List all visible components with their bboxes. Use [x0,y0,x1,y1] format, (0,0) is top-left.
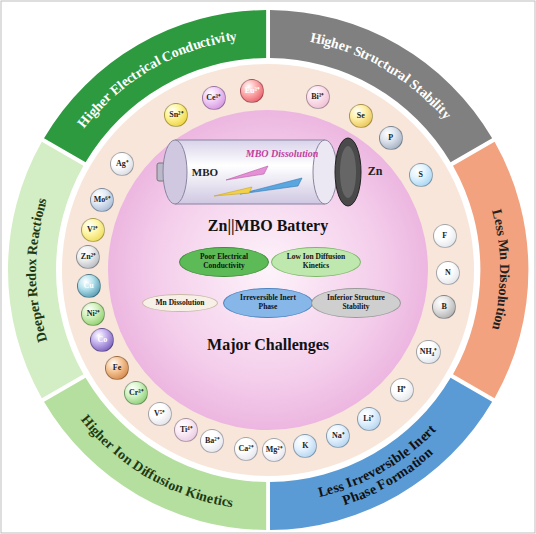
challenge-text: Mn Dissolution [156,299,205,308]
element-symbol: F [442,232,447,240]
element-symbol: Ni²⁺ [87,310,100,318]
segment-shape [452,140,528,400]
element-symbol: Cr³⁺ [129,389,144,397]
ring-segment: Less Mn Dissolution [452,140,528,400]
ring-text: Higher Electrical Conductivity [76,29,238,130]
element-ball: S [409,163,433,187]
element-ball: K [293,434,317,458]
element-ball: H⁺ [390,378,414,402]
element-ball: Mg²⁺ [262,438,286,462]
element-ball: NH₄⁺ [416,340,440,364]
element-ball: Sn²⁺ [164,103,188,127]
element-symbol: Se [357,112,365,120]
ring-text: Deeper Redox Reactions [25,196,50,344]
ring-text: Less Mn Dissolution [489,208,511,331]
element-symbol: Co [97,336,107,344]
ring-segment: Higher Electrical Conductivity [43,10,268,164]
ring-text: Higher Ion Diffusion Kinetics [78,412,234,510]
element-ball: Ca²⁺ [234,437,258,461]
challenge-ellipse: Inferior Structure Stability [311,288,402,319]
element-ball: Li⁺ [357,407,381,431]
element-ball: Bi³⁺ [306,85,330,109]
element-ball: B [432,295,456,319]
section-heading: Major Challenges [207,336,329,354]
segment-shape [8,140,84,400]
element-ball: Eu³⁺ [240,79,264,103]
process-label: MBO Dissolution [246,148,319,159]
element-symbol: Eu³⁺ [245,87,260,95]
center-disc [108,110,428,430]
element-symbol: Ba²⁺ [205,437,220,445]
ring-segment: Deeper Redox Reactions [8,140,84,400]
element-symbol: K [302,442,308,450]
element-ball: P [379,126,403,150]
element-ball: Ba²⁺ [200,429,224,453]
challenge-ellipse: Poor Electrical Conductivity [179,247,270,278]
element-ball: Fe [105,356,129,380]
segment-fill [270,378,492,530]
diagram-heading: Zn||MBO Battery [208,217,328,235]
challenge-text: Low Ion Diffusion Kinetics [286,253,346,270]
ion-ring [62,64,474,476]
element-symbol: Ce³⁺ [206,94,221,102]
element-ball: F [433,224,457,248]
element-ball: Co [90,328,114,352]
element-ball: Zn²⁺ [76,245,100,269]
part-label: Zn [368,165,383,178]
element-symbol: Zn²⁺ [81,253,96,261]
element-ball: Ti⁴⁺ [174,418,198,442]
element-ball: Cu [77,274,101,298]
element-symbol: Mo⁶⁺ [94,196,111,204]
element-ball: N [436,261,460,285]
element-symbol: N [445,269,451,277]
element-symbol: Li⁺ [363,415,374,423]
element-symbol: Mg²⁺ [266,446,283,454]
element-ball: V⁵⁺ [148,402,172,426]
element-symbol: V³⁺ [87,226,98,234]
element-symbol: S [418,171,422,179]
ring-text: Higher Structural Stability [309,31,453,122]
segment-fill [44,378,266,530]
element-symbol: Ca²⁺ [238,445,253,453]
challenge-ellipse: Mn Dissolution [142,294,217,312]
element-ball: V³⁺ [81,218,105,242]
element-ball: Ce³⁺ [202,86,226,110]
element-symbol: P [388,134,393,142]
part-label: MBO [192,166,218,178]
element-symbol: Ti⁴⁺ [180,426,193,434]
challenge-ellipse: Low Ion Diffusion Kinetics [271,247,362,278]
segment-fill [270,10,492,162]
element-ball: Se [349,104,373,128]
element-ball: Mo⁶⁺ [90,188,114,212]
battery-illustration [157,138,361,206]
element-symbol: Bi³⁺ [311,93,324,101]
element-ball: Cr³⁺ [124,381,148,405]
element-symbol: V⁵⁺ [154,410,165,418]
element-ball: Na⁺ [326,424,350,448]
segment-fill [8,142,83,399]
element-ball: Ni²⁺ [81,302,105,326]
element-symbol: Fe [113,364,121,372]
element-symbol: NH₄⁺ [420,348,437,356]
element-symbol: B [441,303,446,311]
challenge-text: Irreversible Inert Phase [238,294,298,311]
segment-fill [44,10,266,162]
challenge-text: Poor Electrical Conductivity [194,253,254,270]
challenge-ellipse: Irreversible Inert Phase [223,288,314,319]
element-ball: Ag⁺ [110,152,134,176]
challenge-text: Inferior Structure Stability [326,294,386,311]
element-symbol: Na⁺ [332,432,345,440]
element-symbol: H⁺ [397,386,406,394]
element-symbol: Cu [84,282,94,290]
element-symbol: Ag⁺ [116,160,129,168]
element-symbol: Sn²⁺ [169,111,183,119]
segment-fill [453,142,528,399]
